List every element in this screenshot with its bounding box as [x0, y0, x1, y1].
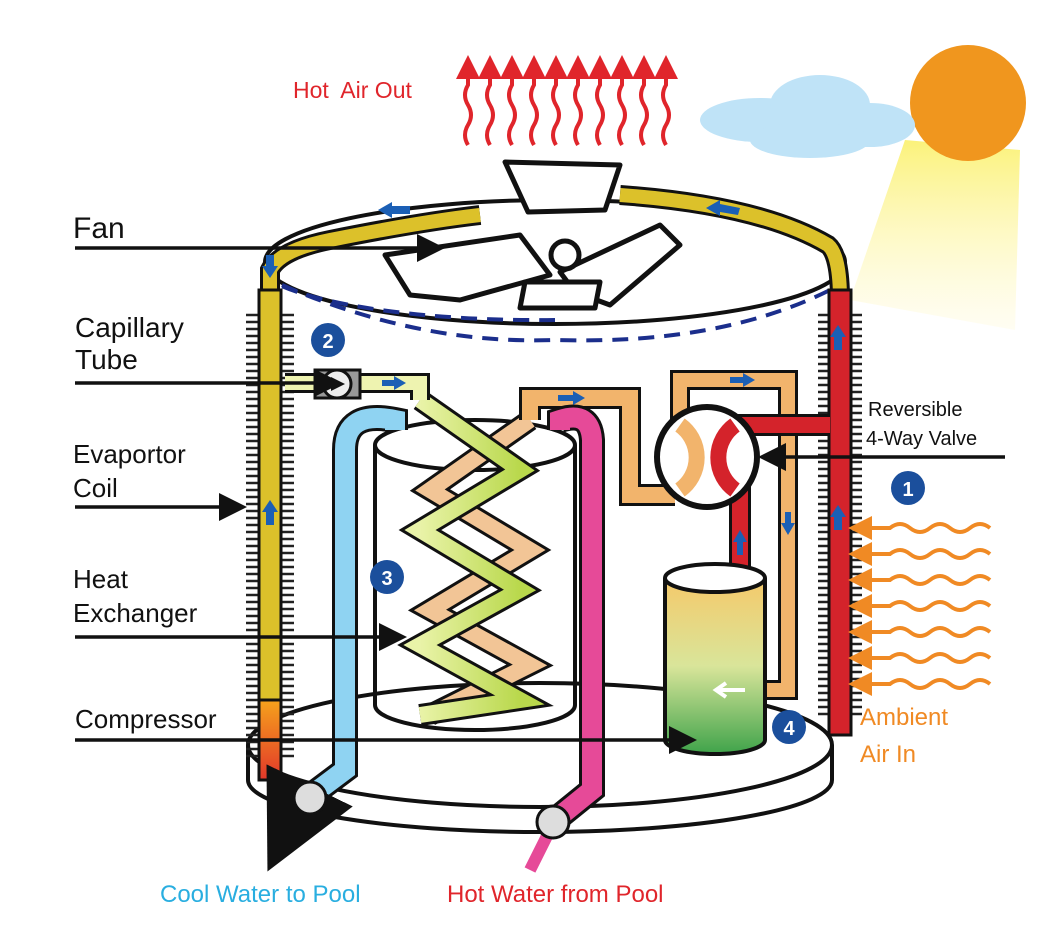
cool-water-fitting — [292, 780, 328, 816]
evaporator-coil-left — [246, 288, 294, 782]
fan-label: Fan — [73, 212, 125, 245]
hot-air-arrow — [654, 55, 678, 147]
flow-arrows — [262, 200, 846, 555]
valve-label-1: Reversible — [868, 399, 962, 421]
hot-water-label: Hot Water from Pool — [447, 881, 664, 908]
badge-2-text: 2 — [322, 331, 333, 353]
ambient-label-2: Air In — [860, 741, 916, 768]
hot-air-arrow — [478, 55, 502, 147]
ambient-air-arrow — [848, 620, 992, 644]
ambient-label-1: Ambient — [860, 704, 948, 731]
hot-water-fitting — [535, 804, 571, 840]
hot-air-arrow — [566, 55, 590, 147]
compressor-label: Compressor — [75, 704, 217, 734]
hot-air-arrow — [610, 55, 634, 147]
ambient-air-arrow — [848, 568, 992, 592]
ambient-air-arrow — [848, 672, 992, 696]
hot-air-arrow — [632, 55, 656, 147]
four-way-valve — [654, 404, 760, 510]
sunlight-beam — [850, 140, 1020, 330]
badge-3-text: 3 — [381, 568, 392, 590]
hot-air-arrows — [456, 55, 678, 147]
ambient-air-arrow — [848, 594, 992, 618]
ambient-air-arrow — [848, 516, 992, 540]
compressor — [663, 562, 767, 756]
hot-air-out-label: Hot Air Out — [293, 77, 412, 103]
badge-1: 1 — [891, 471, 925, 505]
hot-air-arrow — [500, 55, 524, 147]
badge-4: 4 — [772, 710, 806, 744]
ambient-air-arrows — [848, 516, 992, 696]
hot-air-arrow — [456, 55, 480, 147]
ambient-air-arrow — [848, 646, 992, 670]
capillary-label-1: Capillary — [75, 312, 184, 343]
heat-exchanger-label-1: Heat — [73, 564, 129, 594]
valve-label-2: 4-Way Valve — [866, 428, 977, 450]
leader-lines — [75, 234, 1005, 754]
hot-air-arrow — [544, 55, 568, 147]
evaporator-label-1: Evaportor — [73, 439, 186, 469]
heat-exchanger-coil — [397, 390, 554, 726]
evaporator-label-2: Coil — [73, 473, 118, 503]
ambient-air-arrow — [848, 542, 992, 566]
hot-air-arrow — [522, 55, 546, 147]
badge-1-text: 1 — [902, 479, 913, 501]
fan-icon — [382, 159, 683, 311]
capillary-label-2: Tube — [75, 344, 138, 375]
hot-air-arrow — [588, 55, 612, 147]
cloud-icon — [700, 75, 915, 158]
badge-4-text: 4 — [783, 718, 795, 740]
badge-3: 3 — [370, 560, 404, 594]
cool-water-label: Cool Water to Pool — [160, 881, 361, 908]
sun-icon — [910, 45, 1026, 161]
badge-2: 2 — [311, 323, 345, 357]
heat-exchanger-label-2: Exchanger — [73, 598, 198, 628]
